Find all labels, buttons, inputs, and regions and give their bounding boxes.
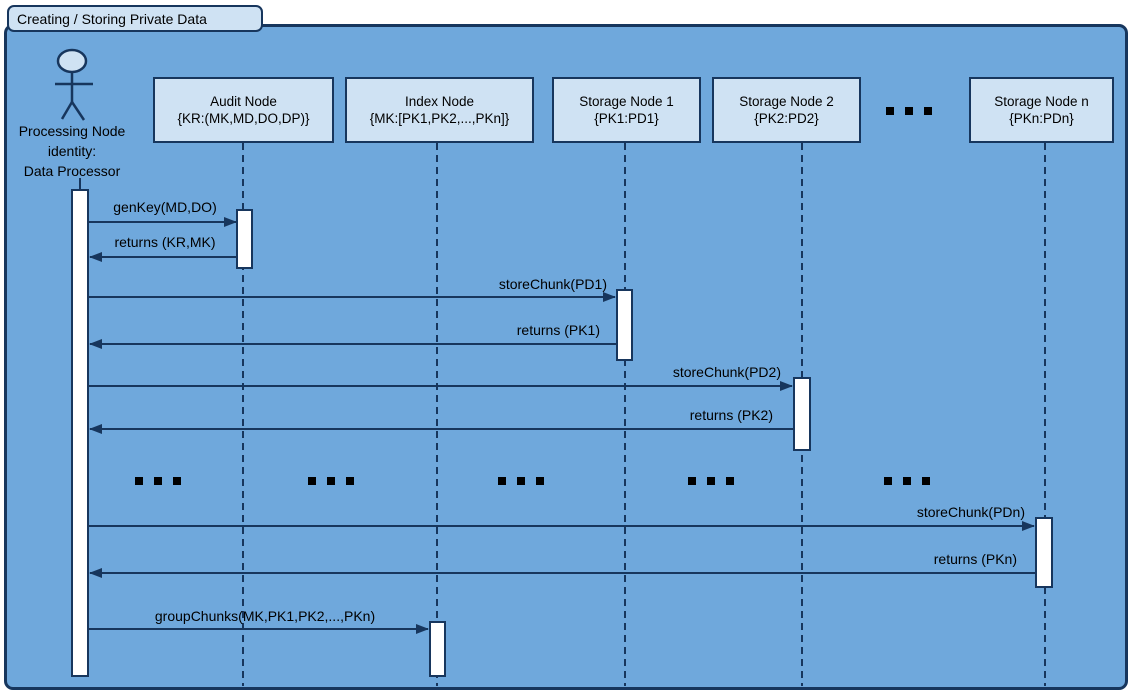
activation-index-node: [429, 621, 446, 677]
participant-detail: {PK1:PD1}: [594, 111, 659, 126]
activation-data-processor: [71, 189, 89, 677]
ellipsis-dot: [922, 477, 930, 485]
participant-name: Index Node: [404, 94, 475, 109]
ellipsis-dot: [707, 477, 715, 485]
ellipsis-dot: [726, 477, 734, 485]
participant-detail: {PK2:PD2}: [754, 111, 819, 126]
activation-storage-node-1: [616, 289, 633, 361]
lifelines: [242, 143, 1046, 686]
participant-storage-node-1: Storage Node 1 {PK1:PD1}: [552, 77, 701, 143]
ellipsis-dot: [154, 477, 162, 485]
message-label-returns-pkn: returns (PKn): [933, 551, 1017, 567]
ellipsis-dot: [173, 477, 181, 485]
participant-audit-node: Audit Node {KR:(MK,MD,DO,DP)}: [153, 77, 334, 143]
participant-storage-node-n: Storage Node n {PKn:PDn}: [969, 77, 1114, 143]
message-label-storechunk-pd2: storeChunk(PD2): [672, 364, 781, 380]
activation-storage-node-n: [1035, 517, 1053, 588]
participant-name: Storage Node 1: [579, 94, 674, 109]
actor-right-leg: [70, 101, 86, 121]
message-label-returns-pk1: returns (PK1): [516, 322, 600, 338]
row-ellipsis: [308, 477, 354, 485]
ellipsis-dot: [498, 477, 506, 485]
ellipsis-dot: [688, 477, 696, 485]
participant-index-node: Index Node {MK:[PK1,PK2,...,PKn]}: [345, 77, 534, 143]
message-label-storechunk-pdn: storeChunk(PDn): [916, 504, 1025, 520]
participant-name: Storage Node n: [994, 94, 1089, 109]
ellipsis-dot: [536, 477, 544, 485]
actor-label: Processing Node identity: Data Processor: [18, 123, 126, 179]
header-ellipsis: [886, 107, 932, 115]
actor-figure: [55, 48, 93, 121]
activation-bars: [71, 189, 1053, 677]
message-label-groupchunks: groupChunks(MK,PK1,PK2,...,PKn): [154, 608, 376, 624]
message-label-storechunk-pd1: storeChunk(PD1): [498, 276, 607, 292]
participant-detail: {PKn:PDn}: [1009, 111, 1074, 126]
ellipsis-dot: [346, 477, 354, 485]
participant-name: Audit Node: [210, 94, 277, 109]
participant-storage-node-2: Storage Node 2 {PK2:PD2}: [712, 77, 861, 143]
activation-audit-node: [236, 209, 253, 269]
row-ellipsis: [884, 477, 930, 485]
ellipsis-dot: [903, 477, 911, 485]
ellipsis-dot: [886, 107, 894, 115]
ellipsis-dot: [517, 477, 525, 485]
activation-storage-node-2: [793, 377, 811, 451]
ellipsis-dot: [308, 477, 316, 485]
ellipsis-dot: [884, 477, 892, 485]
diagram-title: Creating / Storing Private Data: [17, 10, 207, 27]
ellipsis-dot: [135, 477, 143, 485]
participant-detail: {MK:[PK1,PK2,...,PKn]}: [369, 111, 510, 126]
diagram-title-tab: Creating / Storing Private Data: [7, 5, 263, 32]
message-arrows: [89, 217, 1036, 634]
message-label-genkey: genKey(MD,DO): [113, 199, 217, 215]
actor-head: [56, 48, 88, 74]
ellipsis-dot: [327, 477, 335, 485]
message-label-returns-kr-mk: returns (KR,MK): [114, 234, 216, 250]
row-ellipsis: [135, 477, 181, 485]
row-ellipsis: [688, 477, 734, 485]
actor-left-leg: [60, 101, 74, 120]
ellipsis-dot: [905, 107, 913, 115]
participant-name: Storage Node 2: [739, 94, 834, 109]
ellipsis-dot: [924, 107, 932, 115]
participant-detail: {KR:(MK,MD,DO,DP)}: [177, 111, 310, 126]
row-ellipsis: [498, 477, 544, 485]
message-label-returns-pk2: returns (PK2): [689, 407, 773, 423]
